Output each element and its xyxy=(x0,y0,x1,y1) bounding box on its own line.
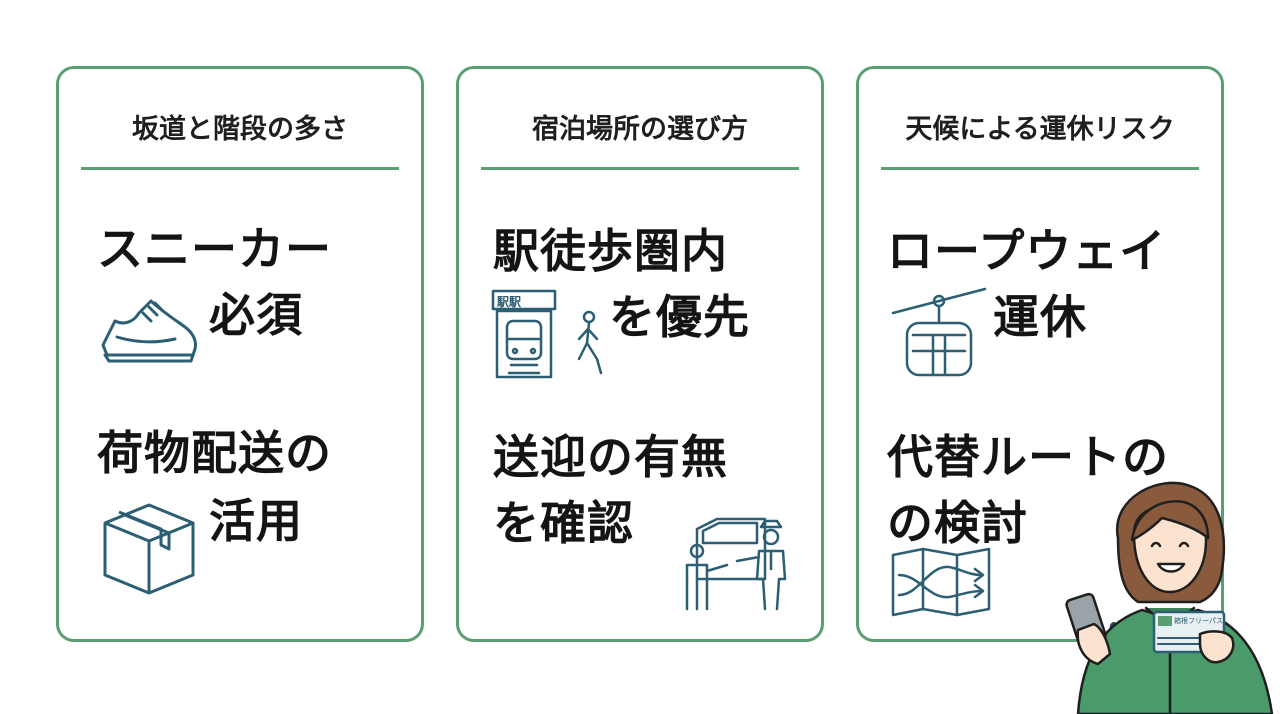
station-walking-icon: 駅駅 xyxy=(489,287,613,381)
tip-line: スニーカー xyxy=(97,222,332,276)
tip-line: 活用 xyxy=(209,494,303,548)
card-title: 天候による運休リスク xyxy=(905,114,1175,145)
traveler-illustration: 箱根フリーパス xyxy=(1050,478,1280,714)
card-slopes-stairs: 坂道と階段の多さ スニーカー 必須 荷物配送の 活用 xyxy=(56,66,424,642)
card-title: 宿泊場所の選び方 xyxy=(532,114,748,145)
divider xyxy=(881,167,1199,170)
shuttle-pickup-icon xyxy=(677,509,797,611)
ticket-text: 箱根フリーパス xyxy=(1174,617,1223,625)
ropeway-gondola-icon xyxy=(889,283,989,379)
tip-line: を優先 xyxy=(609,290,750,344)
tip-line: ロープウェイ xyxy=(887,224,1167,278)
tip-line: 駅徒歩圏内 xyxy=(493,224,728,278)
tip-line: 荷物配送の xyxy=(97,426,332,480)
tip-line: 運休 xyxy=(993,290,1087,344)
station-sign-text: 駅駅 xyxy=(497,295,522,309)
sneaker-icon xyxy=(97,291,201,367)
tip-line: 必須 xyxy=(209,288,303,342)
card-weather-risk: 天候による運休リスク ロープウェイ 運休 代替ルートの の検討 xyxy=(856,66,1224,642)
tip-line: を確認 xyxy=(493,496,634,550)
route-map-icon xyxy=(889,545,993,617)
card-title: 坂道と階段の多さ xyxy=(132,114,348,145)
divider xyxy=(481,167,799,170)
tip-line: の検討 xyxy=(887,496,1028,550)
tip-line: 代替ルートの xyxy=(887,430,1169,484)
divider xyxy=(81,167,399,170)
package-box-icon xyxy=(97,493,201,599)
card-accommodation: 宿泊場所の選び方 駅徒歩圏内 を優先 駅駅 送迎の有無 を確認 xyxy=(456,66,824,642)
tip-line: 送迎の有無 xyxy=(493,430,728,484)
